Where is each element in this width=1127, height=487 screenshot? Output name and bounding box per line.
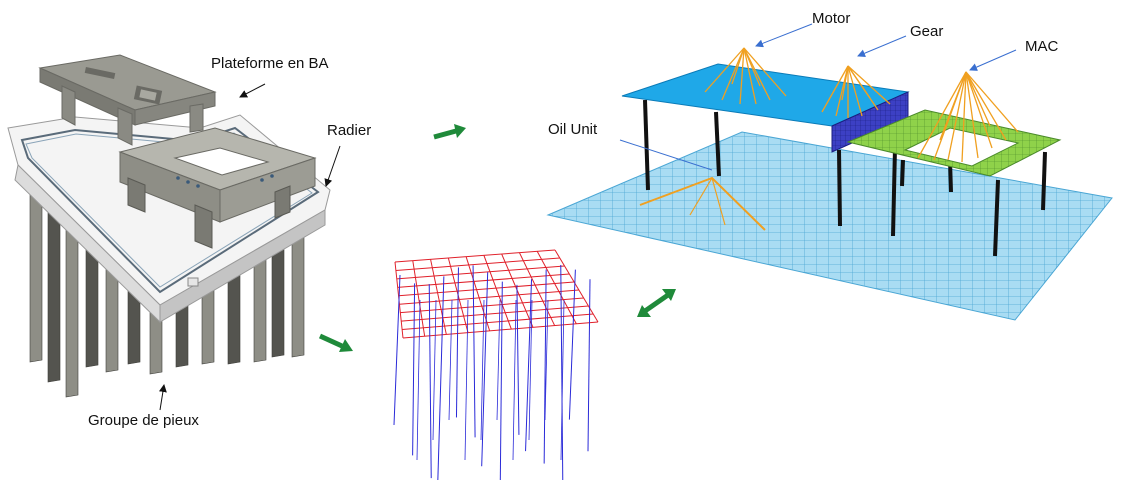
platform-columns <box>643 99 1047 257</box>
green-arrow-icon <box>433 124 466 140</box>
mesh-line <box>399 289 579 305</box>
label-motor: Motor <box>812 10 851 27</box>
label-plateforme: Plateforme en BA <box>211 55 329 72</box>
pile-line <box>499 281 503 481</box>
spring-line <box>965 71 993 149</box>
spring-line <box>704 47 745 93</box>
pile-line <box>525 279 533 452</box>
callout-arrow-icon <box>755 23 813 48</box>
mesh-line <box>465 256 491 332</box>
pile-line <box>428 284 432 479</box>
pile-line <box>464 299 469 461</box>
mesh-line <box>396 265 565 280</box>
spring-line <box>961 71 967 163</box>
pile-line <box>543 269 547 464</box>
mesh-line <box>402 321 599 339</box>
pile-line <box>437 276 445 481</box>
pile <box>271 237 285 358</box>
pile-line <box>481 272 489 467</box>
spring-line <box>841 65 849 101</box>
callout-arrow-icon <box>324 145 341 187</box>
label-mac: MAC <box>1025 38 1059 55</box>
spring-line <box>743 47 757 105</box>
callout-arrow-icon <box>969 49 1017 71</box>
pile-line <box>496 299 501 421</box>
spring-line <box>743 47 787 97</box>
pile-line <box>480 299 485 441</box>
mesh-line <box>402 313 594 331</box>
spring-line <box>939 71 967 141</box>
green-arrow-icon <box>318 333 353 352</box>
pile-line <box>412 283 416 456</box>
mesh-line <box>483 255 512 330</box>
oil-unit-springs <box>639 176 766 231</box>
spring-line <box>847 65 871 99</box>
pile-line <box>393 274 401 426</box>
mesh-line <box>518 252 556 326</box>
spring-line <box>965 71 991 127</box>
mesh-line <box>401 305 589 322</box>
pile <box>253 249 267 363</box>
concrete-model <box>7 54 341 411</box>
pile-line <box>560 264 564 481</box>
spring-line <box>743 47 761 87</box>
spring-line <box>847 65 863 117</box>
motor-springs <box>704 47 1019 163</box>
mesh-line <box>395 257 560 271</box>
spring-line <box>965 71 1007 141</box>
pile-line <box>587 279 591 452</box>
mesh-line <box>398 281 575 297</box>
label-groupe-pieux: Groupe de pieux <box>88 412 199 429</box>
callout-line <box>619 139 713 171</box>
pile-line <box>512 299 517 461</box>
label-radier: Radier <box>327 122 372 139</box>
label-oil-unit: Oil Unit <box>548 121 598 138</box>
mesh-line <box>554 249 599 323</box>
spring-line <box>821 65 849 113</box>
spring-line <box>965 71 1019 133</box>
upper-platform <box>38 54 217 146</box>
pile-line <box>455 267 459 418</box>
label-gear: Gear <box>910 23 944 40</box>
callout-arrow-icon <box>158 384 167 411</box>
spring-line <box>947 71 967 161</box>
pile-line <box>472 265 476 438</box>
mesh-line <box>536 251 577 325</box>
callout-arrow-icon <box>857 35 907 57</box>
pile-line <box>432 299 437 441</box>
pile-line <box>448 299 453 421</box>
mesh-line <box>430 259 447 335</box>
mesh-line <box>397 273 570 288</box>
spring-line <box>917 71 967 159</box>
pile-line <box>568 269 576 420</box>
spring-line <box>965 71 979 159</box>
pile-line <box>516 284 520 435</box>
mesh-line <box>400 297 584 314</box>
double-green-arrow-icon <box>637 289 676 317</box>
pile <box>227 269 241 365</box>
spring-line <box>731 47 745 85</box>
fe-model <box>546 23 1113 321</box>
spring-line <box>739 47 745 105</box>
mesh-line <box>412 260 426 337</box>
pile-mesh-model <box>393 249 599 481</box>
mesh-line <box>394 249 556 263</box>
pile-line <box>544 299 549 421</box>
spring-line <box>847 65 891 105</box>
pile-line <box>416 299 421 461</box>
lower-platform <box>118 127 317 249</box>
mac-platform <box>846 109 1062 177</box>
pile-line <box>528 299 533 441</box>
ground-mesh <box>546 131 1113 321</box>
pile-line <box>560 299 565 461</box>
spring-line <box>721 47 745 101</box>
callout-arrow-icon <box>239 83 266 98</box>
